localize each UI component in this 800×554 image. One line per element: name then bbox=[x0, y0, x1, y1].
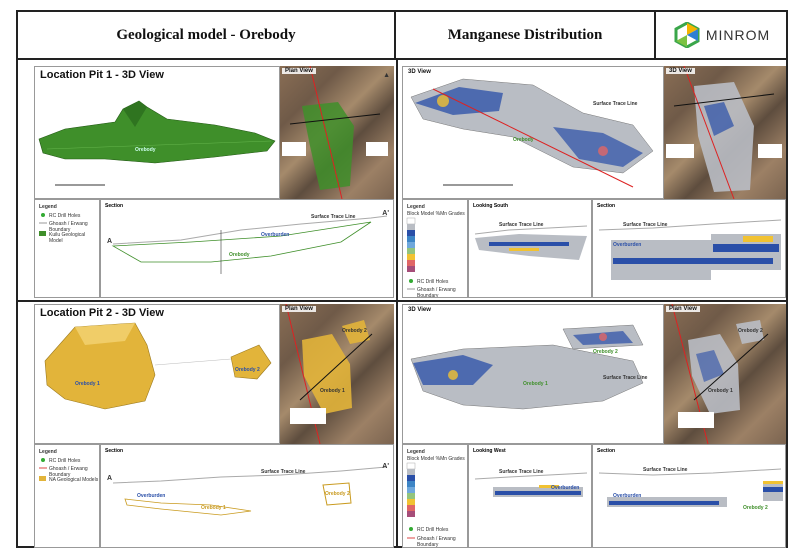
mn2-section-title: Section bbox=[597, 448, 616, 454]
pit1-section-a: A bbox=[107, 238, 113, 245]
pit2-plan-orebody1: Orebody 1 bbox=[320, 388, 345, 394]
right-column-title: Manganese Distribution bbox=[396, 12, 656, 60]
mn1-3d-panel: 3D View Surface Trace Line Orebody bbox=[402, 66, 664, 199]
mn1-section-overburden: Overburden bbox=[613, 242, 642, 248]
mn2-plan-label-box bbox=[678, 412, 714, 428]
pit2-legend-item-3: NA Geological Models bbox=[49, 477, 99, 483]
pit2-section-panel: Section A A' Surface Trace Line Overburd… bbox=[100, 444, 394, 548]
mn1-looking-surface: Surface Trace Line bbox=[499, 222, 544, 228]
mn2-looking-surface: Surface Trace Line bbox=[499, 469, 544, 475]
pit2-section-a2: A' bbox=[382, 463, 389, 470]
pit1-orebody-label: Orebody bbox=[135, 147, 156, 153]
pit2-overburden: Overburden bbox=[137, 493, 166, 499]
pit1-overburden: Overburden bbox=[261, 232, 290, 238]
mn2-surface-trace: Surface Trace Line bbox=[603, 375, 648, 381]
mn1-legend-panel: Legend Block Model %Mn Grades RC Drill H… bbox=[402, 199, 468, 298]
mn2-plan-orebody2: Orebody 2 bbox=[738, 328, 763, 334]
pit1-legend-item-3: Kuilu Geological Model bbox=[49, 232, 86, 244]
mn1-section-surface: Surface Trace Line bbox=[623, 222, 668, 228]
mn2-looking-overburden: Overburden bbox=[551, 485, 580, 491]
pit1-north-arrow: ▲ bbox=[383, 72, 390, 79]
mn2-looking-title: Looking West bbox=[473, 448, 506, 454]
pit2-plan-satellite: Plan View Orebody 2 Orebody 1 bbox=[280, 304, 394, 444]
pit2-plan-label-box bbox=[290, 408, 326, 424]
pit1-legend-item-2: Ghoash / Erwang Boundary bbox=[49, 221, 88, 233]
pit2-3d-panel: Location Pit 2 - 3D View Orebody 1 Orebo… bbox=[34, 304, 280, 444]
mn1-looking-title: Looking South bbox=[473, 203, 508, 209]
mn2-plan-orebody1: Orebody 1 bbox=[708, 388, 733, 394]
mn2-section-panel: Section Surface Trace Line Overburden Or… bbox=[592, 444, 786, 548]
pit2-section-orebody2: Orebody 2 bbox=[325, 491, 350, 497]
pit1-legend-title: Legend bbox=[39, 204, 57, 210]
mn1-3d-title: 3D View bbox=[405, 69, 434, 75]
pit2-section-title: Section bbox=[105, 448, 124, 454]
pit1-title: Location Pit 1 - 3D View bbox=[37, 69, 167, 81]
pit1-section-title: Section bbox=[105, 203, 124, 209]
figure-frame: Geological model - Orebody Manganese Dis… bbox=[16, 10, 788, 548]
pit2-legend-panel: Legend RC Drill Holes Ghoash / Erwang Bo… bbox=[34, 444, 100, 548]
mn2-plan-satellite: Plan View Orebody 2 Orebody 1 bbox=[664, 304, 786, 444]
mn2-orebody2-label: Orebody 2 bbox=[593, 349, 618, 355]
mn1-plan-title: 3D View bbox=[666, 68, 695, 74]
pit1-plan-satellite: Plan View ▲ bbox=[280, 66, 394, 199]
mn1-legend-title: Legend bbox=[407, 204, 425, 210]
mn1-plan-satellite: 3D View bbox=[664, 66, 786, 199]
pit2-section-orebody1: Orebody 1 bbox=[201, 505, 226, 511]
mn1-legend-sub: Block Model %Mn Grades bbox=[407, 211, 465, 217]
mn2-legend-item-2: Ghoash / Erwang Boundary bbox=[417, 536, 456, 548]
mn2-section-surface: Surface Trace Line bbox=[643, 467, 688, 473]
mn1-plan-label-box bbox=[666, 144, 694, 158]
pit2-orebody2-label: Orebody 2 bbox=[235, 367, 260, 373]
pit1-legend-item-1: RC Drill Holes bbox=[49, 213, 81, 219]
pit1-plan-label-box bbox=[282, 142, 306, 156]
mn1-surface-trace: Surface Trace Line bbox=[593, 101, 638, 107]
row-divider bbox=[18, 300, 786, 302]
pit1-section-a2: A' bbox=[382, 210, 389, 217]
mn1-legend-item-1: RC Drill Holes bbox=[417, 279, 449, 285]
minrom-logo: MINROM bbox=[656, 12, 788, 60]
pit2-section-a: A bbox=[107, 475, 113, 482]
logo-text: MINROM bbox=[705, 27, 771, 43]
mn1-3d-blockmodel bbox=[410, 78, 654, 188]
pit1-surface-trace: Surface Trace Line bbox=[311, 214, 356, 220]
mn2-legend-sub: Block Model %Mn Grades bbox=[407, 456, 465, 462]
pit1-3d-panel: Location Pit 1 - 3D View Orebody bbox=[34, 66, 280, 199]
pit1-section-panel: Section A A' Surface Trace Line Overburd… bbox=[100, 199, 394, 298]
mn2-plan-title: Plan View bbox=[666, 306, 700, 312]
left-column-title: Geological model - Orebody bbox=[18, 12, 396, 60]
pit1-3d-model bbox=[38, 100, 276, 186]
pit2-plan-view-title: Plan View bbox=[282, 306, 316, 312]
mn1-looking-panel: Looking South Surface Trace Line bbox=[468, 199, 592, 298]
mn1-section-title: Section bbox=[597, 203, 616, 209]
mn2-legend-panel: Legend Block Model %Mn Grades RC Drill H… bbox=[402, 444, 468, 548]
mn2-orebody1-label: Orebody 1 bbox=[523, 381, 548, 387]
hexagon-logo-icon bbox=[674, 22, 700, 48]
pit1-legend-panel: Legend RC Drill Holes Ghoash / Erwang Bo… bbox=[34, 199, 100, 298]
mn2-3d-panel: 3D View Surface Trace Line Orebody 1 Ore… bbox=[402, 304, 664, 444]
mn2-section-orebody2: Orebody 2 bbox=[743, 505, 768, 511]
mn2-legend-item-1: RC Drill Holes bbox=[417, 527, 449, 533]
mn2-3d-title: 3D View bbox=[405, 307, 434, 313]
mn1-orebody-label: Orebody bbox=[513, 137, 534, 143]
pit2-surface-trace: Surface Trace Line bbox=[261, 469, 306, 475]
pit2-orebody1-label: Orebody 1 bbox=[75, 381, 100, 387]
pit2-legend-item-1: RC Drill Holes bbox=[49, 458, 81, 464]
pit2-3d-model bbox=[44, 322, 272, 410]
pit1-section-orebody: Orebody bbox=[229, 252, 250, 258]
mn2-section-overburden: Overburden bbox=[613, 493, 642, 499]
pit2-plan-orebody2: Orebody 2 bbox=[342, 328, 367, 334]
mn1-plan-label-box-2 bbox=[758, 144, 782, 158]
pit1-plan-view-title: Plan View bbox=[282, 68, 316, 74]
pit2-title: Location Pit 2 - 3D View bbox=[37, 307, 167, 319]
column-divider bbox=[396, 60, 398, 548]
mn2-3d-blockmodel bbox=[410, 324, 644, 410]
mn1-section-panel: Section Surface Trace Line Overburden bbox=[592, 199, 786, 298]
mn2-legend-title: Legend bbox=[407, 449, 425, 455]
mn2-looking-panel: Looking West Surface Trace Line Overburd… bbox=[468, 444, 592, 548]
pit1-plan-label-box-2 bbox=[366, 142, 388, 156]
mn1-legend-item-2: Ghoash / Erwang Boundary bbox=[417, 287, 456, 298]
pit2-legend-item-2: Ghoash / Erwang Boundary bbox=[49, 466, 88, 478]
pit2-legend-title: Legend bbox=[39, 449, 57, 455]
